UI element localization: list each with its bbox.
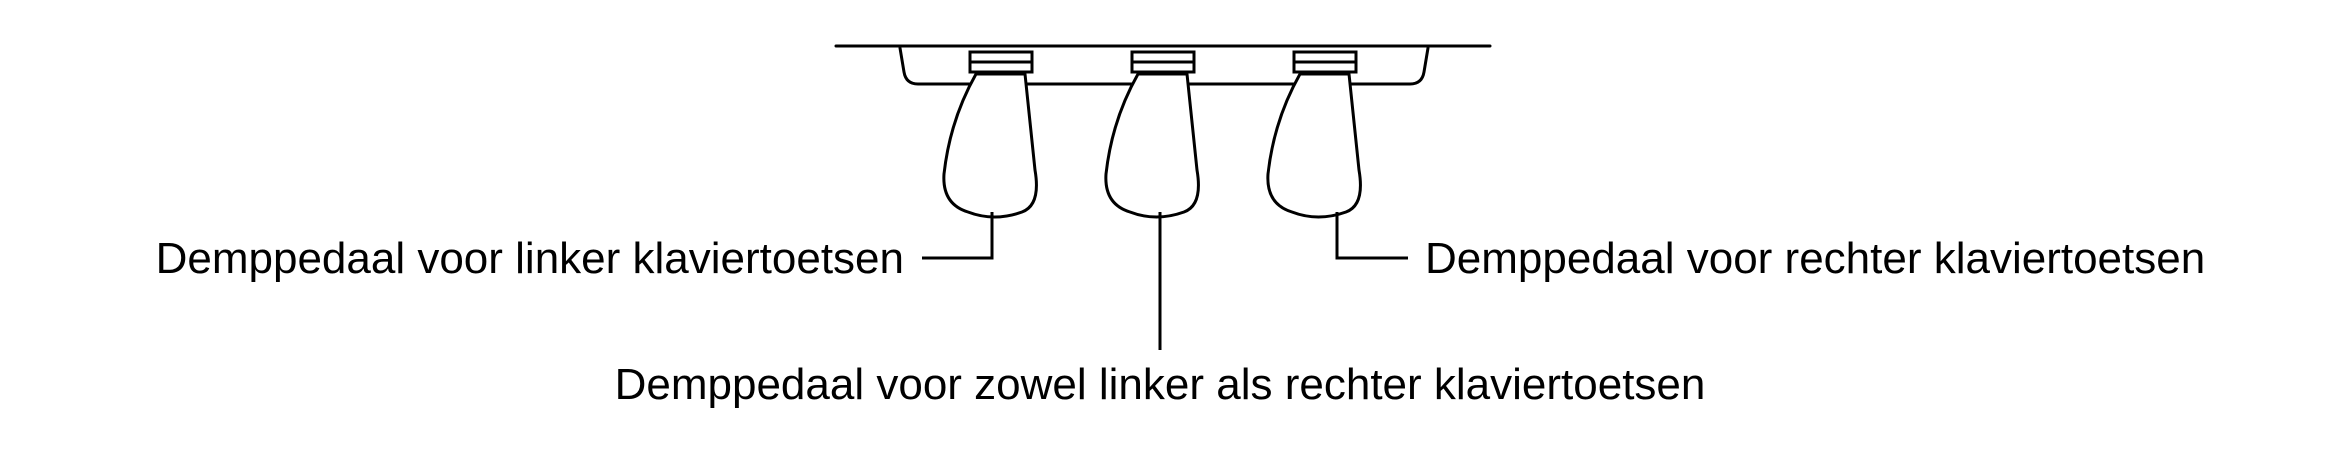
right-leader-line (1335, 212, 1408, 260)
right-pedal-label: Demppedaal voor rechter klaviertoetsen (1425, 234, 2205, 283)
center-pedal-label: Demppedaal voor zowel linker als rechter… (615, 360, 1706, 409)
left-leader-line (922, 212, 994, 260)
left-pedal-body (942, 72, 1038, 219)
left-pedal-label: Demppedaal voor linker klaviertoetsen (156, 234, 904, 283)
right-pedal (1266, 50, 1362, 219)
center-pedal-body (1104, 72, 1200, 219)
right-pedal-body (1266, 72, 1362, 219)
left-pedal (942, 50, 1038, 219)
center-pedal (1104, 50, 1200, 219)
